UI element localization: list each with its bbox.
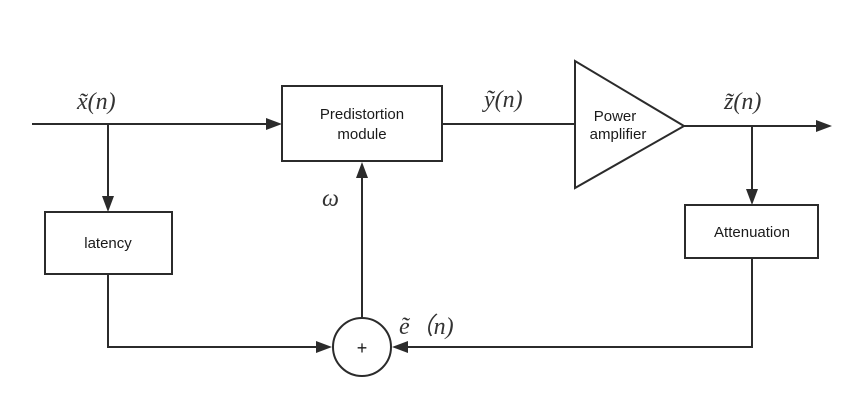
latency-label: latency [84, 235, 132, 252]
power-amplifier-label-line2: amplifier [590, 126, 647, 143]
signal-y-label: ỹ(n) [482, 87, 523, 113]
predistortion-label-line1: Predistortion [320, 106, 404, 123]
output-arrowhead [816, 120, 832, 132]
signal-e-label: ẽ（n) [399, 313, 454, 340]
predistortion-label-line2: module [337, 126, 386, 143]
attenuation-sum-arrowhead [392, 341, 408, 353]
attenuation-label: Attenuation [714, 224, 790, 241]
latency-block [44, 211, 173, 275]
attenuation-to-sum-wire [406, 258, 753, 348]
latency-arrowhead [102, 196, 114, 212]
attenuation-block [684, 204, 819, 259]
predistortion-module-block [281, 85, 443, 162]
latency-to-sum-wire [107, 274, 318, 348]
signal-z-label: z̃(n) [723, 89, 761, 115]
signal-x-label: x̃(n) [76, 89, 116, 115]
attenuation-arrowhead [746, 189, 758, 205]
power-amplifier-triangle [574, 59, 686, 190]
omega-arrowhead [356, 162, 368, 178]
power-amplifier-label-line1: Power [594, 108, 637, 125]
latency-sum-arrowhead [316, 341, 332, 353]
summing-junction-symbol: + [357, 338, 368, 358]
input-arrowhead [266, 118, 282, 130]
summing-junction [332, 317, 392, 377]
signal-omega-label: ω [322, 186, 339, 212]
